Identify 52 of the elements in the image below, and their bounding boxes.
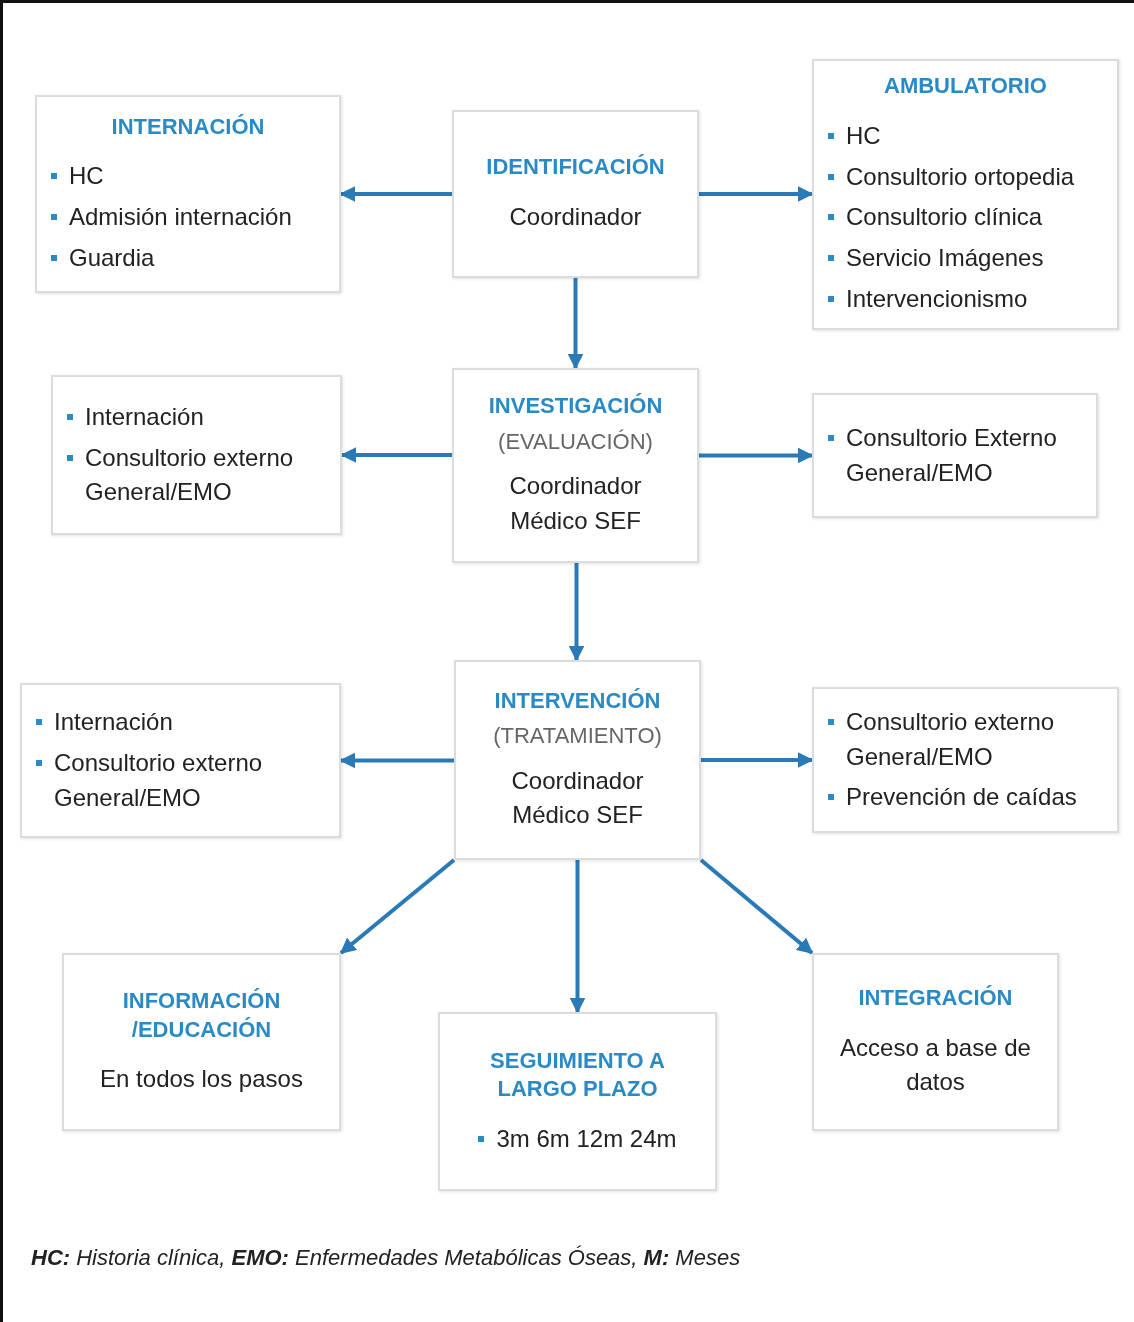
process-box — [812, 687, 1119, 833]
bullet-item: HC — [828, 118, 881, 154]
bullet-item: HC — [51, 159, 104, 194]
heading: AMBULATORIO — [884, 72, 1047, 101]
process-box — [812, 59, 1119, 330]
process-box — [35, 95, 341, 293]
bullet-item: Servicio Imágenes — [828, 241, 1044, 276]
process-box — [62, 953, 341, 1131]
heading: INTERNACIÓN — [111, 112, 265, 141]
arrow — [339, 858, 456, 955]
bullet-item: Consultorio clínica — [828, 200, 1043, 236]
bullet-item: Guardia — [51, 240, 155, 276]
body-text: Coordinador — [509, 201, 642, 232]
process-box — [452, 368, 699, 563]
arrow — [569, 860, 586, 1014]
heading: INFORMACIÓN /EDUCACIÓN — [121, 987, 282, 1044]
heading: INTEGRACIÓN — [858, 983, 1013, 1012]
arrow — [699, 186, 814, 202]
arrow — [701, 752, 814, 768]
subheading: (EVALUACIÓN) — [498, 428, 653, 456]
bullet-item: Intervencionismo — [828, 282, 1028, 317]
arrow — [699, 858, 814, 955]
process-box — [452, 110, 699, 278]
body-text: Coordinador Médico SEF — [510, 765, 645, 831]
bullet-item: 3m 6m 12m 24m — [478, 1121, 677, 1157]
bullet-item: Consultorio externo General/EMO — [67, 440, 326, 511]
caption: HC: Historia clínica, EMO: Enfermedades Metabólicas Óseas, M: Meses — [31, 1245, 741, 1271]
arrow — [699, 447, 814, 464]
bullet-item: Prevención de caídas — [828, 780, 1077, 816]
bullet-item: Consultorio Externo General/EMO — [828, 420, 1082, 491]
process-box — [812, 953, 1059, 1131]
arrow — [567, 278, 584, 370]
bullet-item: Consultorio ortopedia — [828, 159, 1075, 195]
bullet-item: Consultorio externo General/EMO — [828, 704, 1103, 775]
heading: INVESTIGACIÓN — [488, 392, 663, 421]
bullet-item: Internación — [67, 399, 204, 435]
process-box — [454, 660, 701, 860]
body-text: En todos los pasos — [100, 1064, 303, 1095]
bullet-item: Admisión internación — [51, 199, 292, 235]
process-box — [812, 393, 1098, 518]
heading: INTERVENCIÓN — [494, 686, 661, 715]
arrow — [568, 563, 585, 662]
heading: SEGUIMIENTO A LARGO PLAZO — [489, 1046, 666, 1104]
bullet-item: Internación — [36, 705, 173, 741]
heading: IDENTIFICACIÓN — [486, 153, 665, 182]
subheading: (TRATAMIENTO) — [493, 723, 662, 750]
body-text: Coordinador Médico SEF — [508, 471, 643, 536]
body-text: Acceso a base de datos — [839, 1032, 1032, 1098]
bullet-item: Consultorio externo General/EMO — [36, 746, 325, 816]
process-box — [51, 375, 342, 535]
process-box — [20, 683, 341, 838]
process-box — [438, 1012, 717, 1191]
